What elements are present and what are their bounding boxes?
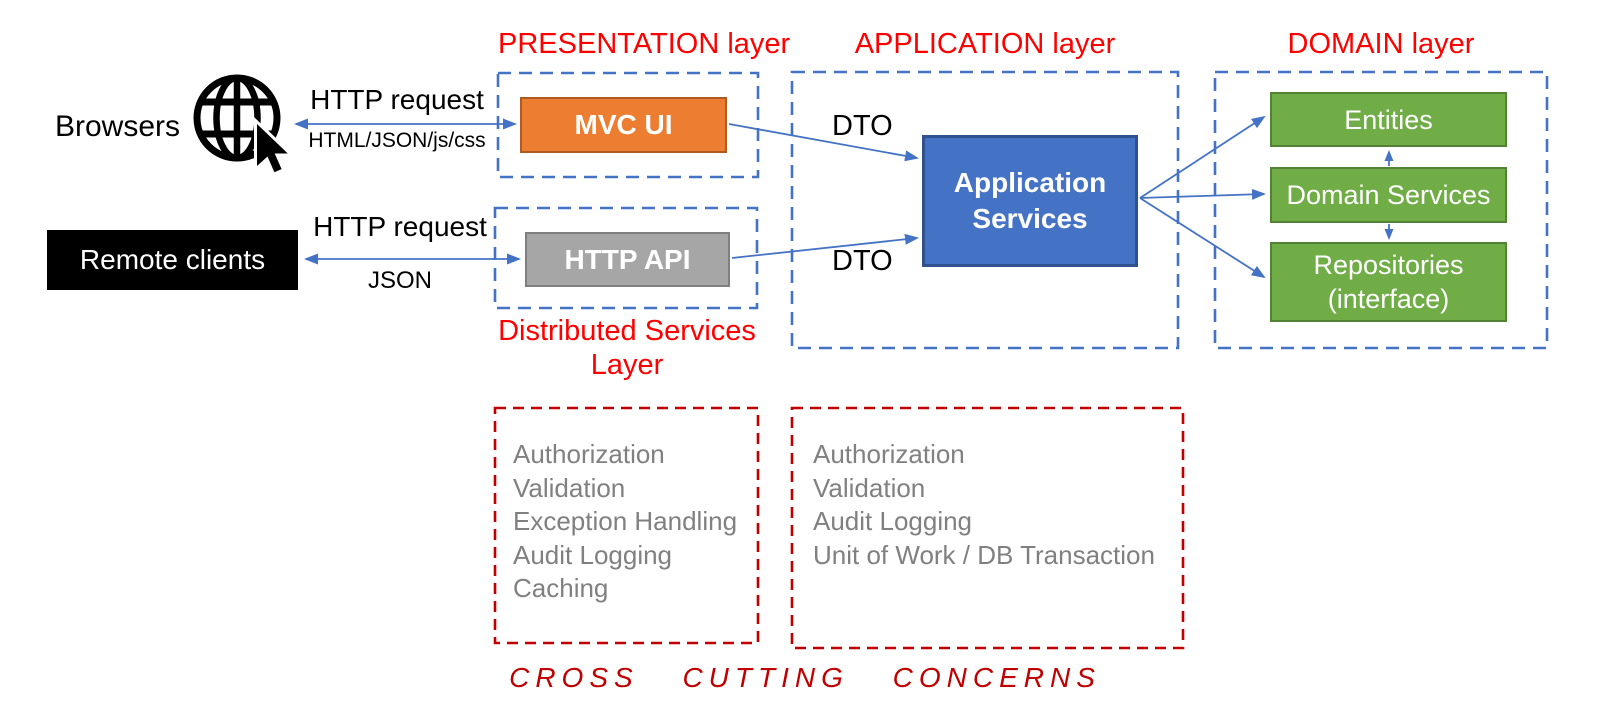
domain-services-box: Domain Services xyxy=(1270,167,1507,223)
dto-label-bottom: DTO xyxy=(832,245,893,277)
dto-label-top: DTO xyxy=(832,110,893,142)
globe-pointer-icon xyxy=(189,68,296,184)
application-services-label: Application Services xyxy=(953,167,1107,234)
concern-item: Validation xyxy=(513,472,626,503)
remote-http-sublabel: JSON xyxy=(367,267,432,294)
repositories-label: Repositories (interface) xyxy=(1313,250,1464,314)
concern-item: Audit Logging xyxy=(513,539,673,570)
concern-item: Authorization xyxy=(813,439,965,469)
cross-cutting-concerns-footer: CROSS CUTTING CONCERNS xyxy=(509,662,1101,693)
concern-item: Unit of Work / DB Transaction xyxy=(813,539,1155,570)
domain-services-label: Domain Services xyxy=(1286,180,1491,210)
http-api-box: HTTP API xyxy=(525,232,730,287)
appservices-to-domainservices-arrow xyxy=(1139,188,1266,200)
remote-clients-label: Remote clients xyxy=(79,244,266,275)
mvc-ui-label: MVC UI xyxy=(574,109,673,140)
appservices-to-repositories-arrow xyxy=(1139,197,1266,279)
remote-http-label: HTTP request xyxy=(313,211,487,242)
application-services-box: Application Services xyxy=(922,135,1138,267)
remote-clients-box: Remote clients xyxy=(47,230,298,290)
concern-item: Caching xyxy=(513,573,609,603)
domain-layer-title: DOMAIN layer xyxy=(1287,28,1475,60)
application-layer-title: APPLICATION layer xyxy=(854,28,1116,60)
presentation-layer-title: PRESENTATION layer xyxy=(498,28,791,60)
concern-item: Audit Logging xyxy=(813,506,973,536)
entities-box: Entities xyxy=(1270,92,1507,147)
appservices-to-entities-arrow xyxy=(1139,115,1266,199)
http-api-label: HTTP API xyxy=(564,243,691,275)
concern-item: Authorization xyxy=(513,439,665,469)
mvc-ui-box: MVC UI xyxy=(520,97,727,153)
concern-item: Exception Handling xyxy=(513,506,738,536)
browser-http-label: HTTP request xyxy=(310,84,484,115)
concern-item: Validation xyxy=(813,472,926,503)
distributed-services-layer-title: Distributed Services Layer xyxy=(498,315,756,381)
browser-http-sublabel: HTML/JSON/js/css xyxy=(308,129,486,152)
entities-label: Entities xyxy=(1344,104,1433,135)
repositories-box: Repositories (interface) xyxy=(1270,242,1507,322)
browsers-label: Browsers xyxy=(55,110,181,143)
